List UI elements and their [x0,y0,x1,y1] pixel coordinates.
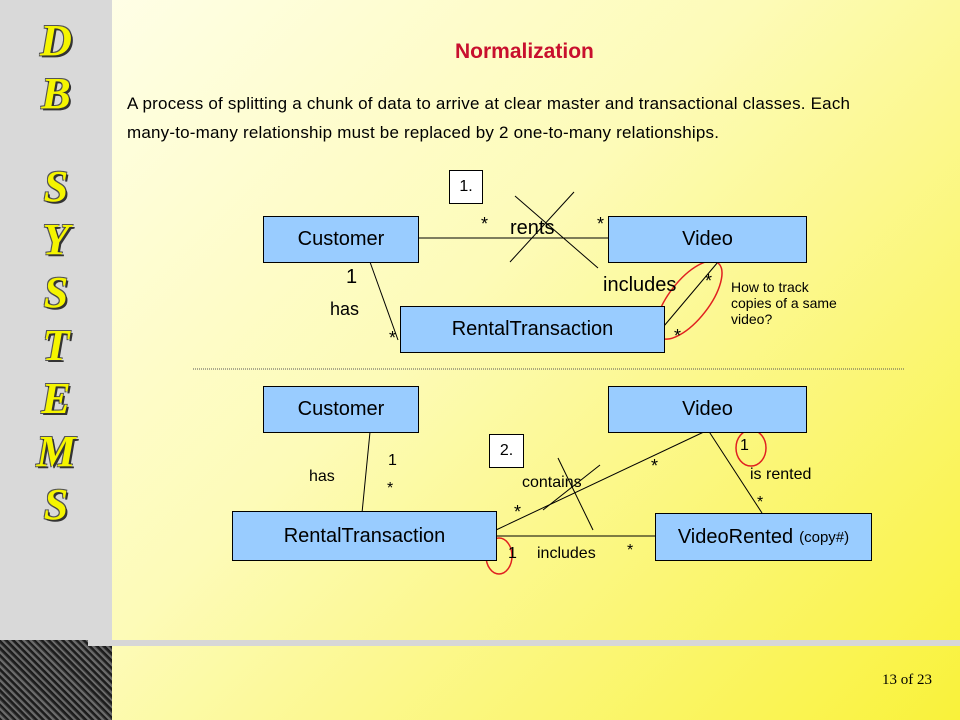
db-systems-logo: D B S Y S T E M S [0,14,112,531]
mult-rents-video: * [597,214,605,234]
mult-contains-video: * [651,456,659,476]
granite-texture [0,640,112,720]
mult-includes-video: * [705,271,713,291]
rel-contains: contains [522,474,582,491]
mult-rents-customer: * [481,214,489,234]
video-entity-2: Video [608,386,807,433]
video-entity-1: Video [608,216,807,263]
contains-cross-1 [542,464,601,511]
mult-includes-videorented: * [627,542,634,559]
includes-line-1 [663,261,719,327]
videorented-sub: (copy#) [799,528,850,546]
rentaltransaction-entity-2: RentalTransaction [232,511,497,561]
mult-has-rental-2: * [387,480,394,497]
intro-text: A process of splitting a chunk of data t… [127,94,851,142]
mult-isrented-video: 1 [740,437,749,454]
mult-contains-rental: * [514,502,522,522]
page-number: 13 of 23 [882,672,932,688]
copies-note: How to track copies of a same video? [731,279,837,327]
contains-line [495,429,709,531]
sidebar: D B S Y S T E M S [0,0,112,720]
mult-has-rental: * [389,328,397,348]
isrented-line [707,429,763,514]
logo-letter: M [36,427,76,476]
rel-includes-2: includes [537,545,596,562]
mult-includes-rental-2: 1 [508,545,517,562]
rel-is-rented: is rented [750,466,812,483]
customer-entity-1: Customer [263,216,419,263]
mult-has-customer: 1 [346,266,358,288]
logo-letter: S [43,162,69,211]
has-line-2 [361,431,371,514]
rel-has-2: has [309,468,335,485]
rel-has-1: has [330,299,360,319]
logo-letter: S [43,480,69,529]
logo-letter: T [42,321,70,370]
mult-has-customer-2: 1 [388,452,397,469]
logo-letter: Y [42,215,70,264]
rel-includes-1: includes [603,274,677,296]
customer-entity-2: Customer [263,386,419,433]
mult-includes-rental: * [674,326,682,346]
slide-title: Normalization [455,40,594,63]
rel-rents: rents [510,217,555,239]
has-line-1 [369,261,399,341]
logo-letter: E [41,374,71,423]
logo-letter: B [41,69,71,118]
videorented-label: VideoRented [677,525,794,548]
footer-stripe [88,640,960,646]
rentaltransaction-entity-1: RentalTransaction [400,306,665,353]
rents-cross-1 [514,195,599,269]
step-2-box: 2. [489,434,524,468]
videorented-entity: VideoRented (copy#) [655,513,872,561]
contains-cross-2 [557,457,594,531]
mult-isrented-videorented: * [757,494,764,511]
step-1-box: 1. [449,170,483,204]
rents-cross-2 [509,191,575,263]
logo-letter: D [40,16,72,65]
logo-letter: S [43,268,69,317]
